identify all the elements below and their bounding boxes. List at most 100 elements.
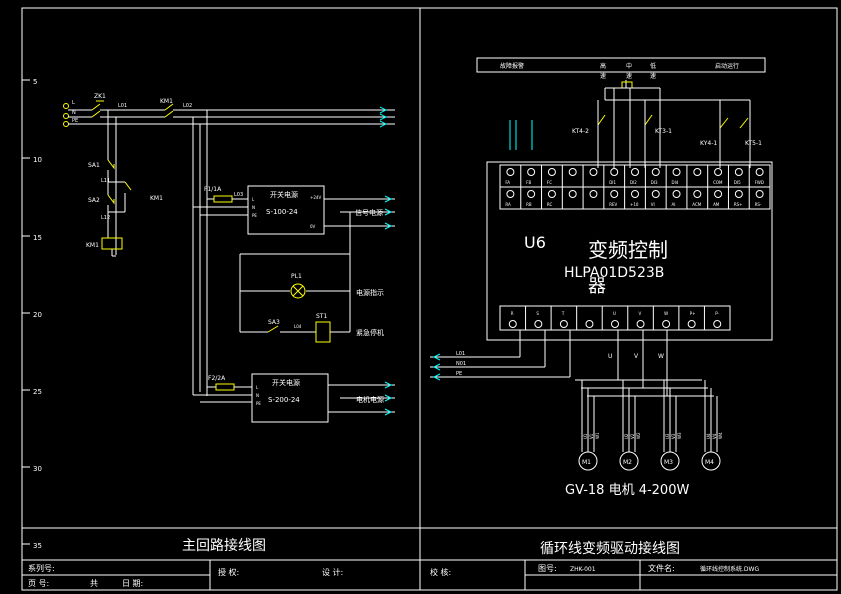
svg-text:设 计:: 设 计: (322, 567, 343, 577)
svg-text:PL1: PL1 (291, 273, 302, 280)
terminal-bottom-7 (651, 190, 660, 198)
terminal-top-label: DI2 (630, 180, 637, 185)
power-terminal-label: U (613, 311, 616, 316)
svg-text:中: 中 (626, 62, 632, 70)
ruler-35: 35 (33, 542, 42, 550)
power-terminal-6 (662, 320, 671, 328)
svg-text:F2/2A: F2/2A (208, 375, 226, 382)
svg-text:紧急停机: 紧急停机 (356, 328, 384, 337)
terminal-top-6 (631, 168, 639, 176)
svg-text:L11: L11 (101, 178, 110, 184)
svg-text:L12: L12 (101, 215, 110, 221)
svg-text:循环线控制系统.DWG: 循环线控制系统.DWG (700, 565, 759, 573)
motor-label: M4 (705, 459, 714, 466)
terminal-top-label: FA (505, 180, 510, 185)
svg-text:L02: L02 (183, 103, 192, 109)
svg-text:日 期:: 日 期: (122, 579, 143, 588)
terminal-bottom-11 (734, 190, 743, 198)
sheet-border (21, 7, 838, 591)
svg-text:L: L (72, 100, 75, 106)
power-terminal-label: V (639, 311, 642, 316)
terminal-top-10 (714, 168, 723, 176)
ruler-30: 30 (33, 465, 42, 473)
terminal-bottom-label: RA (505, 202, 511, 207)
svg-text:N: N (252, 205, 255, 210)
svg-text:图号:: 图号: (538, 564, 557, 573)
psu2-box (251, 373, 329, 423)
ruler-25: 25 (33, 388, 42, 396)
terminal-bottom-label: AI (672, 202, 676, 207)
svg-text:开关电源: 开关电源 (270, 190, 298, 199)
svg-text:授 权:: 授 权: (218, 567, 239, 577)
terminal-bottom-3 (568, 190, 577, 198)
terminal-bottom-1 (527, 190, 536, 198)
svg-text:KT5-1: KT5-1 (745, 140, 762, 147)
svg-text:PE: PE (456, 371, 462, 377)
power-terminal-8 (713, 320, 722, 328)
terminal-bottom-label: AM (713, 202, 720, 207)
terminal-bottom-label: RS+ (734, 202, 743, 207)
motor-terminal-label: W2 (636, 432, 641, 439)
terminal-top-3 (568, 168, 577, 176)
terminal-bottom-label: REV (609, 202, 617, 207)
svg-text:SA1: SA1 (88, 162, 100, 169)
terminal-top-label: FB (526, 180, 531, 185)
svg-text:共: 共 (90, 579, 98, 588)
power-terminal-label: R (511, 311, 514, 316)
terminal-top-5 (610, 168, 619, 176)
power-terminal-4 (611, 320, 619, 328)
svg-text:+24V: +24V (310, 195, 321, 200)
svg-text:信号电源: 信号电源 (355, 208, 383, 217)
terminal-bottom-12 (755, 190, 764, 198)
terminal-bottom-label: VI (651, 202, 655, 207)
power-terminal-1 (534, 320, 543, 328)
svg-text:KT4-2: KT4-2 (572, 128, 589, 135)
motor-terminal-label: U2 (624, 433, 629, 439)
terminal-top-label: DI5 (734, 180, 741, 185)
svg-text:SA3: SA3 (268, 319, 280, 326)
terminal-top-label: DI1 (609, 180, 616, 185)
terminal-top-0 (506, 168, 515, 176)
power-terminal-label: W (664, 311, 668, 316)
svg-text:KT3-1: KT3-1 (655, 128, 672, 135)
terminal-bottom-label: RS- (755, 202, 762, 207)
main-circuit-diagram: L N PE ZK1 L01 KM1 L02 SA1 L11 SA2 L12 (63, 93, 395, 423)
svg-text:N: N (256, 393, 259, 398)
terminal-bottom-4 (589, 190, 598, 198)
svg-text:启动运行: 启动运行 (715, 62, 739, 70)
svg-text:电源指示: 电源指示 (356, 288, 384, 297)
svg-text:S-100-24: S-100-24 (266, 208, 298, 216)
vfd-model: HLPA01D523B (564, 265, 664, 281)
terminal-bottom-label: ACM (692, 202, 701, 207)
terminal-bottom-0 (506, 190, 515, 198)
svg-text:KY4-1: KY4-1 (700, 140, 717, 147)
terminal-bottom-label: RC (547, 202, 553, 207)
psu1-box (247, 185, 325, 235)
svg-text:故障报警: 故障报警 (500, 62, 524, 70)
motor-terminal-label: V3 (671, 433, 676, 439)
left-title: 主回路接线图 (182, 537, 266, 554)
ruler-15: 15 (33, 234, 42, 242)
svg-text:V: V (634, 353, 639, 360)
terminal-top-8 (672, 168, 681, 176)
motor-terminal-label: V2 (630, 433, 635, 439)
vfd-box (486, 161, 773, 341)
svg-text:W: W (658, 353, 664, 360)
svg-text:ZHK-001: ZHK-001 (570, 566, 596, 573)
terminal-top-2 (547, 168, 556, 176)
power-terminal-label: S (536, 311, 539, 316)
terminal-top-4 (589, 168, 598, 176)
svg-text:U: U (608, 353, 612, 360)
svg-text:L04: L04 (294, 324, 302, 329)
power-terminal-7 (687, 320, 696, 328)
svg-text:S-200-24: S-200-24 (268, 396, 300, 404)
power-terminal-label: T (561, 311, 565, 316)
right-title: 循环线变频驱动接线图 (540, 540, 680, 557)
terminal-top-label: DI4 (672, 180, 679, 185)
svg-text:速: 速 (650, 73, 656, 80)
terminal-bottom-label: RB (526, 202, 532, 207)
svg-text:速: 速 (626, 73, 632, 80)
